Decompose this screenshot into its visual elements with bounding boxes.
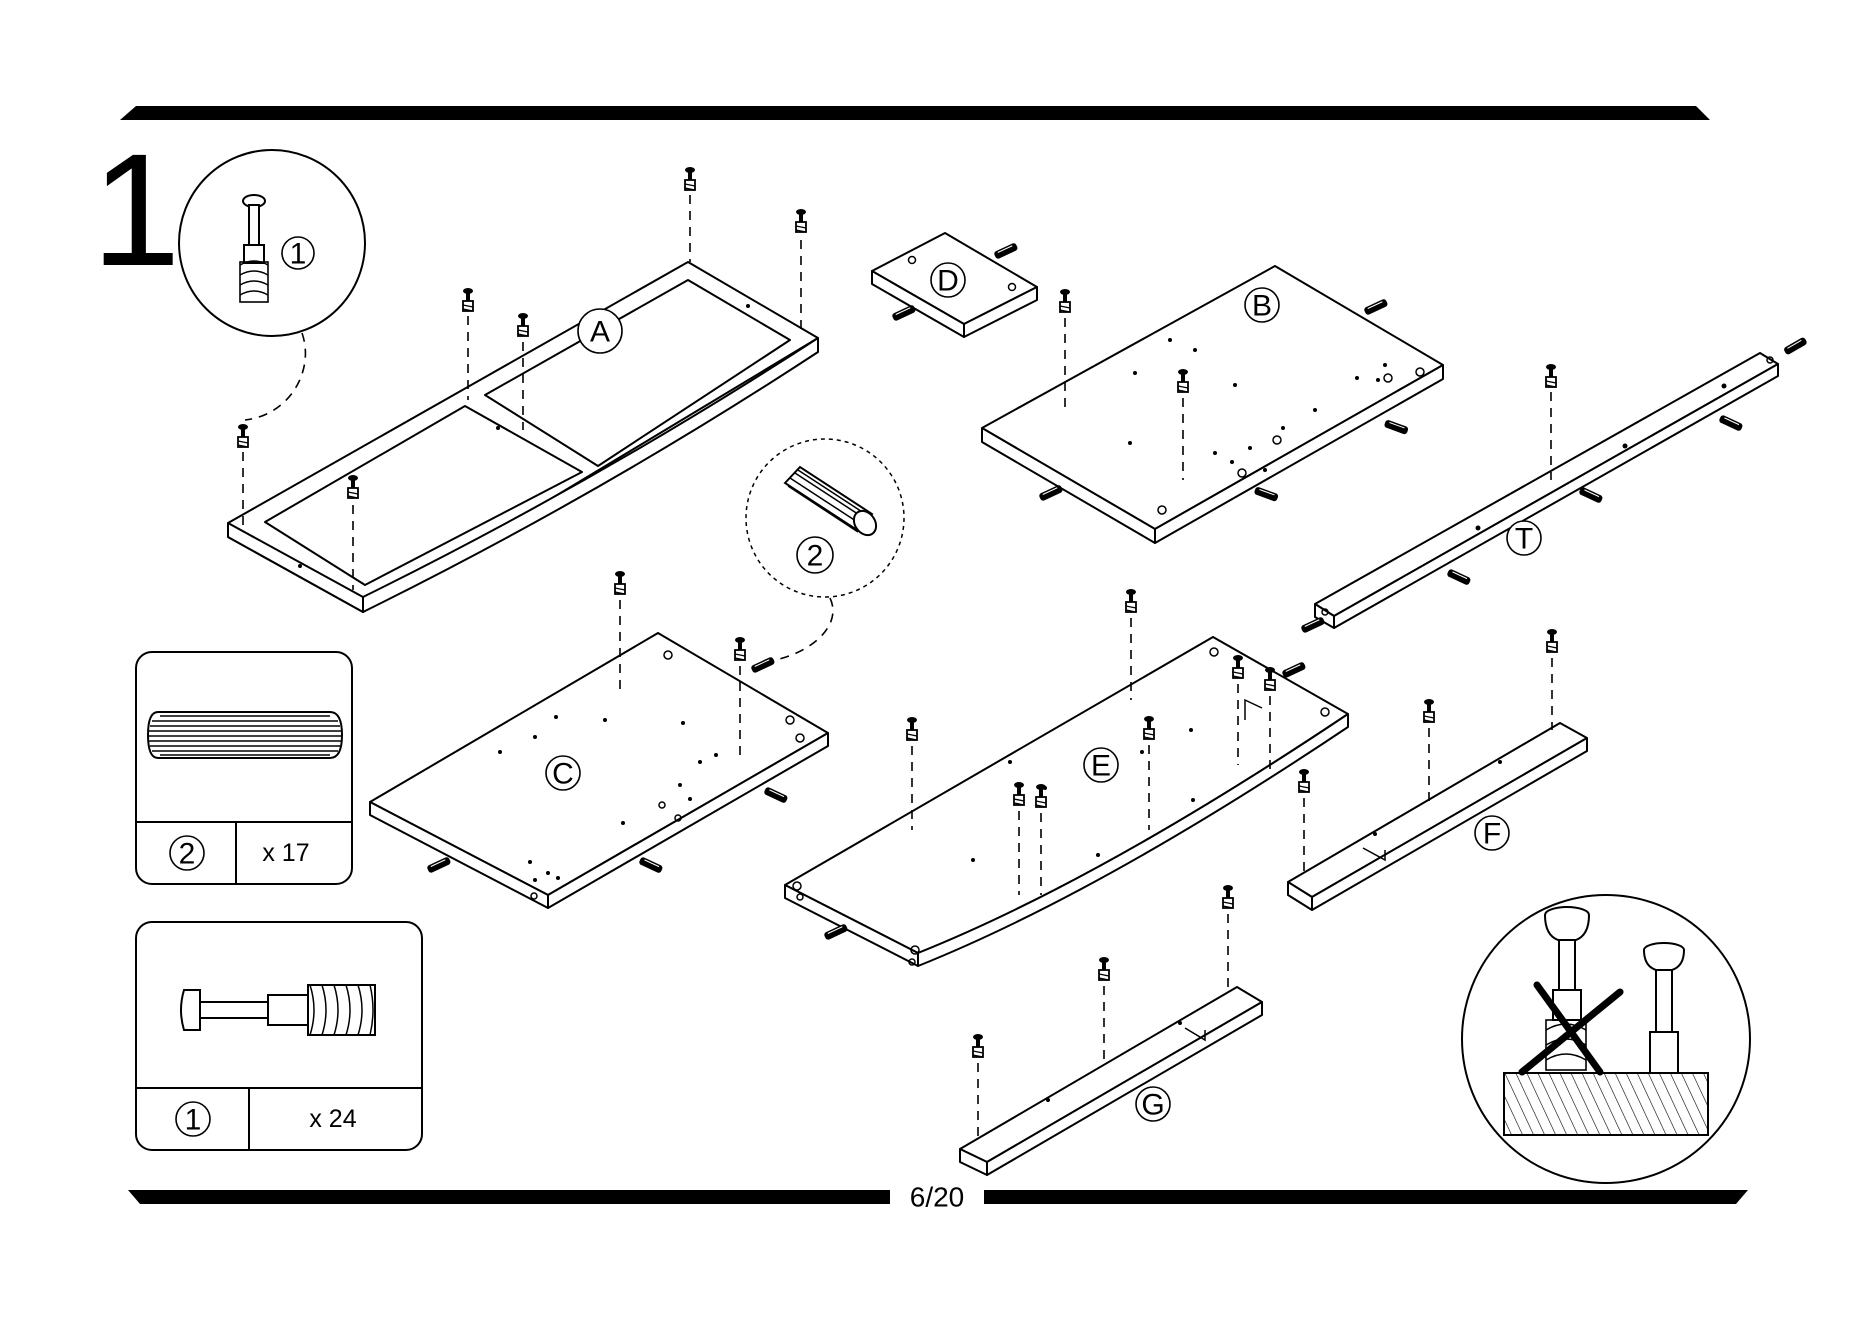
- hardware-box-dowel: 2 x 17: [136, 652, 352, 884]
- part-label-b: B: [1252, 290, 1272, 323]
- part-label-g: G: [1141, 1089, 1164, 1122]
- part-label-a: A: [590, 316, 610, 349]
- part-label-c: C: [552, 758, 574, 791]
- hardware-box-cam-screw: 1 x 24: [136, 922, 422, 1150]
- part-label-f: F: [1483, 818, 1501, 851]
- dowel-callout: 2: [746, 439, 904, 597]
- page-number: 6/20: [910, 1182, 965, 1213]
- part-label-t: T: [1515, 523, 1533, 556]
- callout-number: 2: [807, 540, 824, 573]
- callout-number: 1: [290, 238, 307, 271]
- hardware-quantity: x 17: [262, 839, 309, 867]
- bottom-band: [128, 1190, 890, 1204]
- part-d-panel: D: [872, 233, 1037, 337]
- hardware-number: 2: [179, 838, 196, 871]
- part-label-d: D: [937, 265, 959, 298]
- part-e-panel: E: [785, 637, 1348, 966]
- part-g-rail: G: [960, 987, 1262, 1175]
- bottom-band: [984, 1190, 1748, 1204]
- leader-line: [245, 333, 305, 420]
- install-depth-note: [1462, 895, 1750, 1183]
- wooden-dowel-icon: [148, 712, 342, 758]
- step-number: 1: [92, 120, 181, 299]
- screw: [1546, 364, 1556, 480]
- part-b-panel: B: [982, 266, 1443, 543]
- hardware-number: 1: [185, 1104, 202, 1137]
- part-c-panel: C: [370, 633, 828, 908]
- top-band: [120, 106, 1710, 120]
- part-label-e: E: [1091, 750, 1111, 783]
- leader-line: [760, 598, 833, 662]
- part-f-rail: F: [1288, 723, 1587, 910]
- hardware-quantity: x 24: [309, 1105, 356, 1133]
- cam-screw-callout: 1: [179, 150, 365, 336]
